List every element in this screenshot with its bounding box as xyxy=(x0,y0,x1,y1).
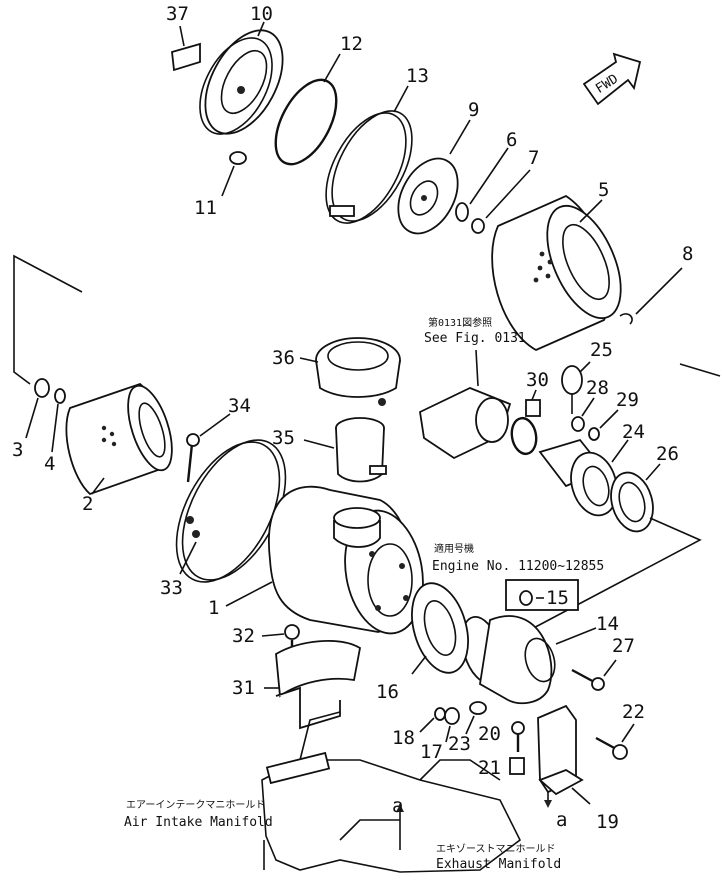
see-fig-jp: 第0131図参照 xyxy=(428,316,492,329)
callout-33: 33 xyxy=(160,577,183,599)
part-37-label-plate xyxy=(171,25,201,72)
callout-35: 35 xyxy=(272,427,295,449)
part-35-dust-cup xyxy=(303,417,387,483)
callout-15: 15 xyxy=(546,587,569,609)
part-21-spacer xyxy=(509,757,525,775)
part-27-bolt xyxy=(571,659,617,691)
part-23-washer xyxy=(465,701,487,735)
part-29-washer xyxy=(588,409,619,441)
callout-6: 6 xyxy=(506,129,517,151)
part-34-bolt xyxy=(186,413,231,483)
callout-labels: 37 10 12 13 9 6 7 5 11 8 36 25 30 28 29 … xyxy=(12,3,693,833)
callout-12: 12 xyxy=(340,33,363,55)
part-4-washer xyxy=(51,388,66,453)
callout-31: 31 xyxy=(232,677,255,699)
part-15-plug xyxy=(505,579,579,611)
part-24-pipe xyxy=(538,438,629,517)
part-10-cover xyxy=(199,21,284,135)
part-14-elbow xyxy=(461,615,597,705)
engine-number-note: Engine No. 11200~12855 xyxy=(432,559,604,574)
part-9-safety-element xyxy=(397,119,471,235)
callout-22: 22 xyxy=(622,701,645,723)
exhaust-manifold-label: Exhaust Manifold xyxy=(436,857,561,872)
part-31-bracket xyxy=(264,639,362,730)
part-32-bolt xyxy=(261,624,300,660)
callout-16: 16 xyxy=(376,681,399,703)
part-3-nut xyxy=(25,378,50,439)
part-17-nut xyxy=(444,707,460,743)
callout-36: 36 xyxy=(272,347,295,369)
callout-3: 3 xyxy=(12,439,23,461)
part-26-gasket xyxy=(610,463,661,533)
callout-21: 21 xyxy=(478,757,501,779)
part-30-o-ring xyxy=(510,389,541,456)
callout-37: 37 xyxy=(166,3,189,25)
see-fig-note: See Fig. 0131 xyxy=(424,331,526,346)
callout-20: 20 xyxy=(478,723,501,745)
part-13-band xyxy=(325,85,413,224)
callout-27: 27 xyxy=(612,635,635,657)
leader-bracket-26 xyxy=(525,517,702,633)
engine-jp: 適用号機 xyxy=(434,542,474,555)
callout-17: 17 xyxy=(420,741,443,763)
reference-bracket-fig-0131 xyxy=(419,349,512,460)
callout-2: 2 xyxy=(82,493,93,515)
callout-30: 30 xyxy=(526,369,549,391)
annotations: 第0131図参照 See Fig. 0131 適用号機 Engine No. 1… xyxy=(124,316,604,872)
leader-bracket-right xyxy=(679,363,721,377)
part-8-clip xyxy=(619,267,683,325)
callout-26: 26 xyxy=(656,443,679,465)
callout-34: 34 xyxy=(228,395,251,417)
part-16-gasket xyxy=(411,582,469,675)
callout-29: 29 xyxy=(616,389,639,411)
exhaust-jp: エキゾーストマニホールド xyxy=(436,843,556,855)
callout-13: 13 xyxy=(406,65,429,87)
callout-1: 1 xyxy=(208,597,219,619)
callout-19: 19 xyxy=(596,811,619,833)
engine-block-outline xyxy=(261,711,522,873)
part-28-nut xyxy=(571,397,595,432)
air-intake-manifold-label: Air Intake Manifold xyxy=(124,815,273,830)
intake-jp: エアーインテークマニホールド xyxy=(126,799,265,811)
part-11-clamp xyxy=(221,151,247,197)
callout-23: 23 xyxy=(448,733,471,755)
callout-11: 11 xyxy=(194,197,217,219)
callout-7: 7 xyxy=(528,147,539,169)
callout-9: 9 xyxy=(468,99,479,121)
part-19-bracket xyxy=(537,704,591,808)
part-20-bolt xyxy=(511,721,525,752)
callout-25: 25 xyxy=(590,339,613,361)
part-1-air-cleaner-body xyxy=(225,485,424,635)
part-12-o-ring xyxy=(274,53,341,166)
part-2-element xyxy=(65,382,173,496)
callout-24: 24 xyxy=(622,421,645,443)
part-7-nut xyxy=(471,169,531,234)
ref-a-engine: a xyxy=(392,795,403,817)
callout-18: 18 xyxy=(392,727,415,749)
callout-8: 8 xyxy=(682,243,693,265)
ref-a-bracket: a xyxy=(556,809,567,831)
callout-4: 4 xyxy=(44,453,55,475)
callout-14: 14 xyxy=(596,613,619,635)
part-6-wing-nut xyxy=(455,147,509,222)
leader-bracket-left xyxy=(13,254,83,385)
part-25-indicator xyxy=(561,361,591,414)
callout-10: 10 xyxy=(250,3,273,25)
callout-5: 5 xyxy=(598,179,609,201)
part-18-washer xyxy=(419,707,446,733)
part-22-bolt xyxy=(595,723,635,760)
part-5-primary-element xyxy=(491,194,622,352)
part-36-cap xyxy=(299,337,401,406)
callout-32: 32 xyxy=(232,625,255,647)
callout-28: 28 xyxy=(586,377,609,399)
fwd-arrow-icon: FWD xyxy=(582,52,642,106)
